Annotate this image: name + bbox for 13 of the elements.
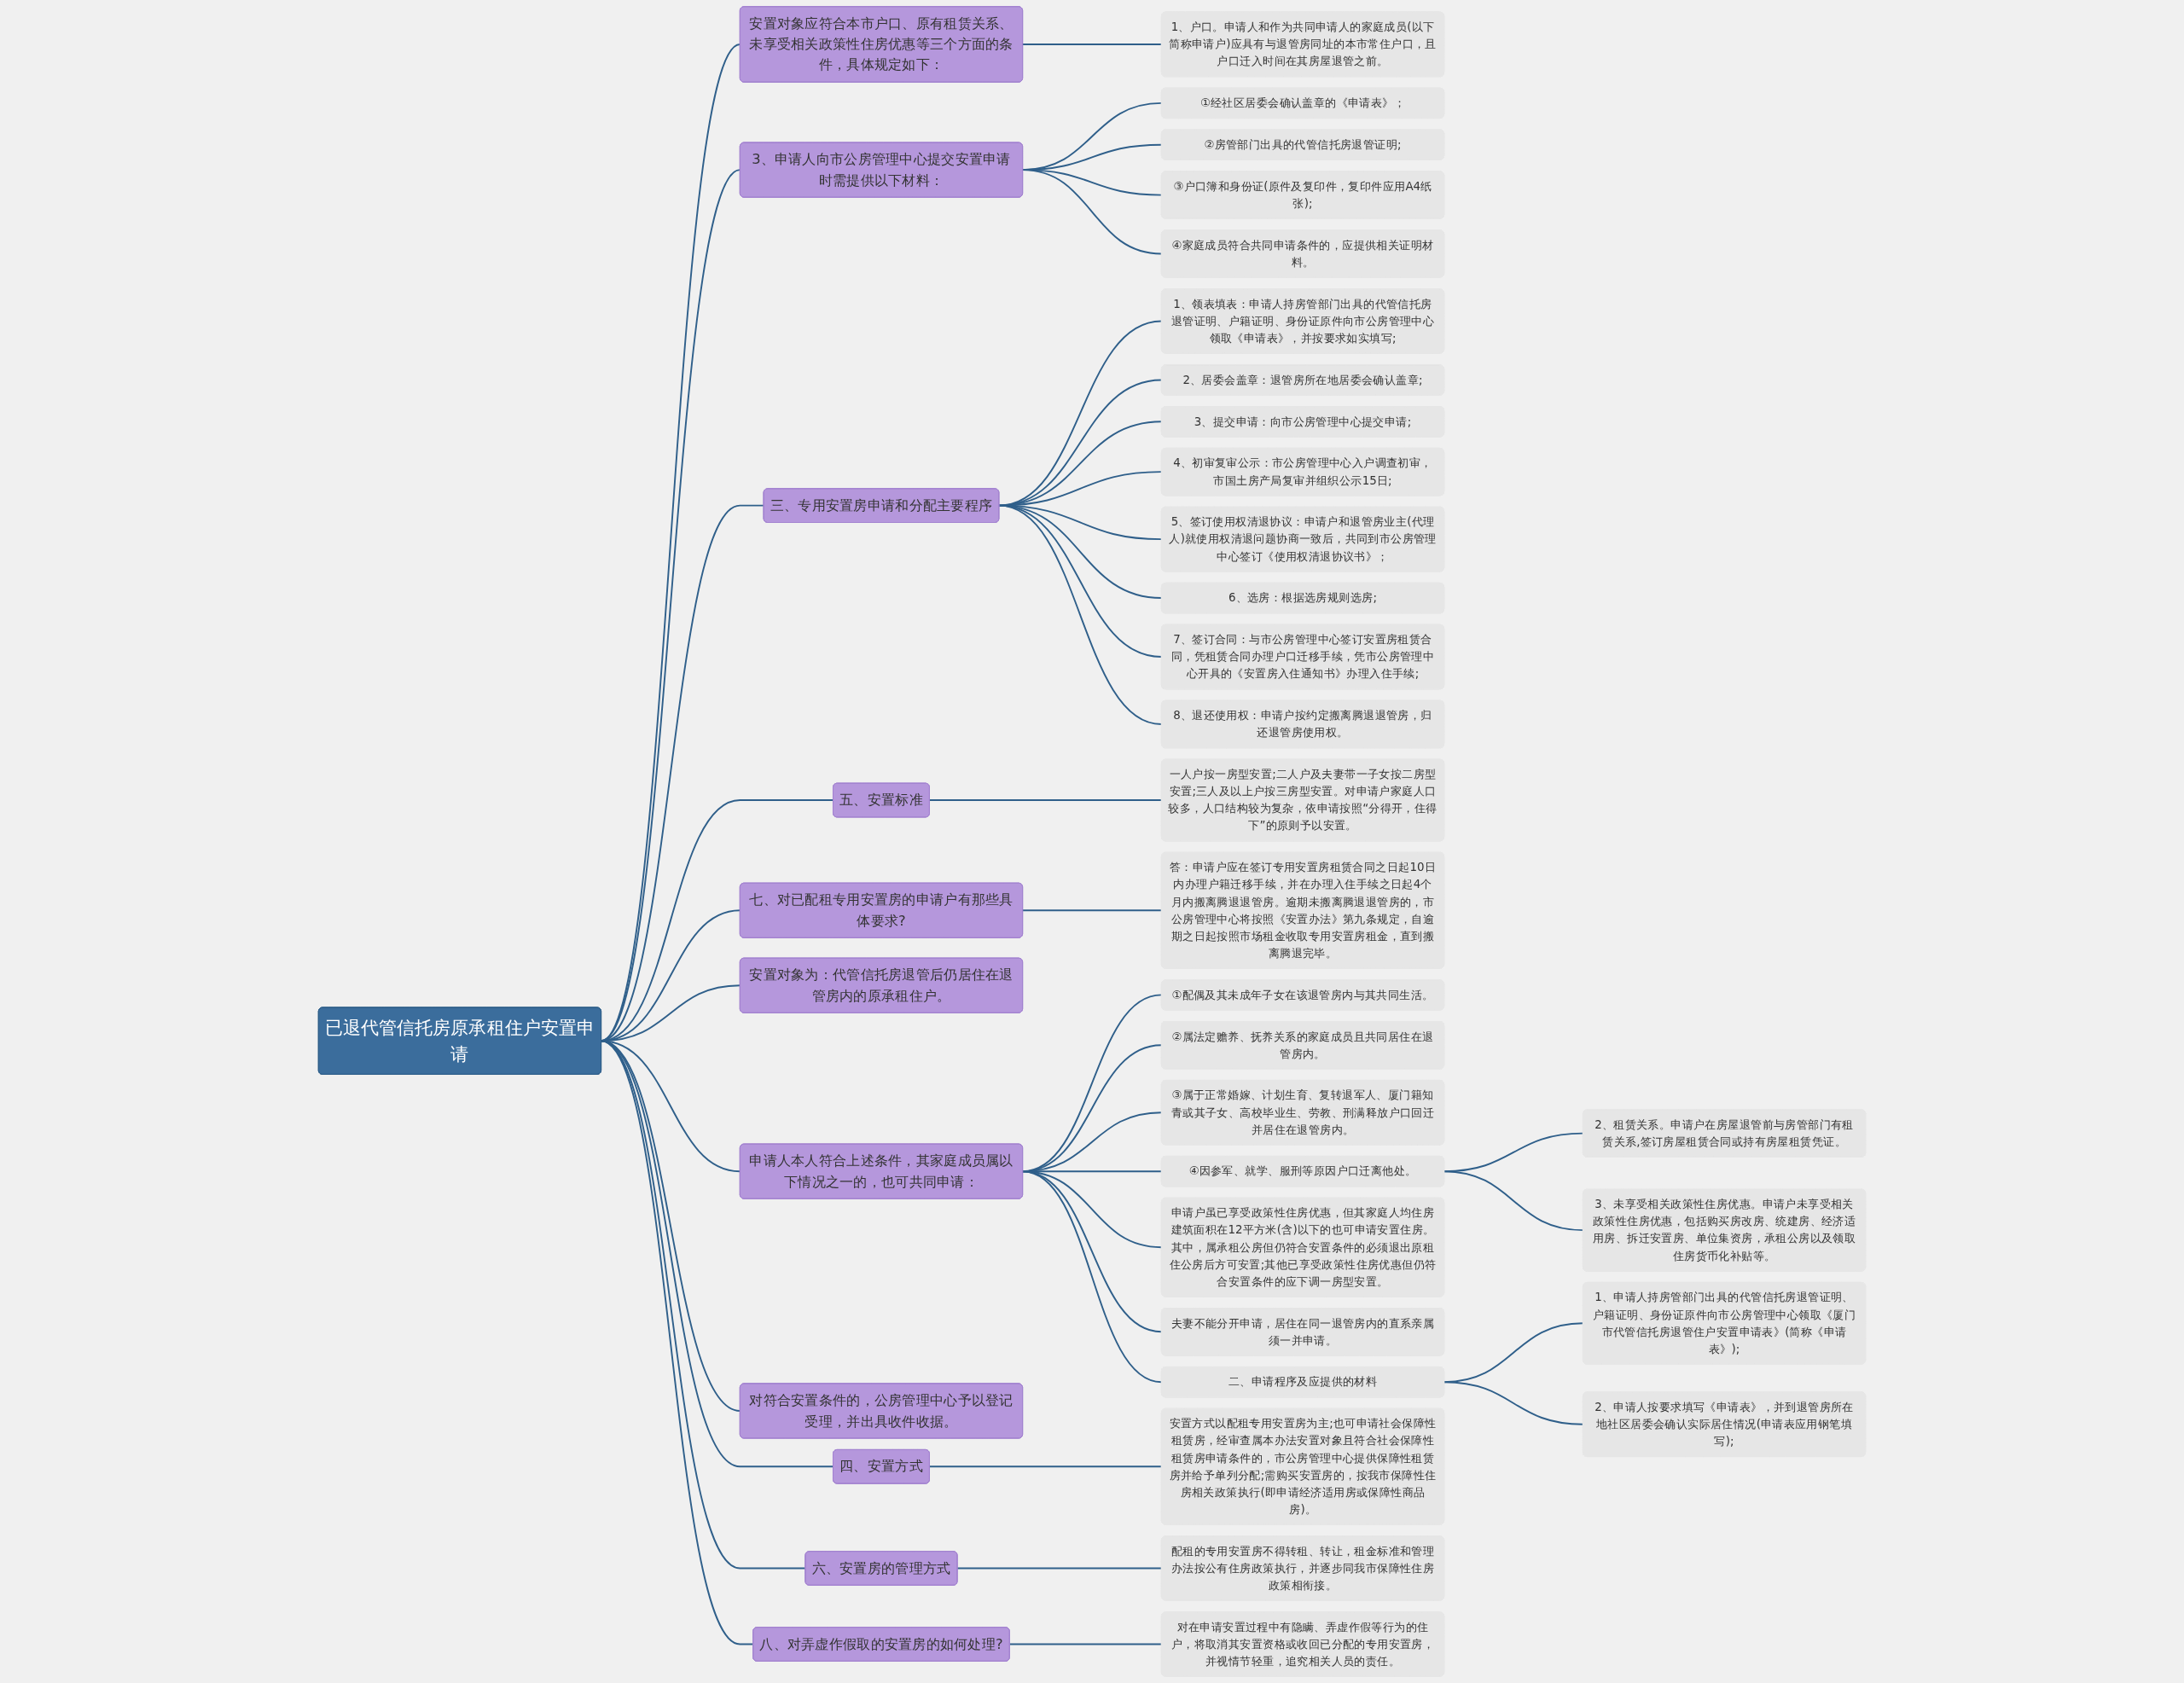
connector	[1443, 1381, 1584, 1425]
connector	[1021, 1170, 1163, 1384]
connector	[956, 1567, 1163, 1570]
connector	[997, 504, 1163, 725]
connector	[600, 1040, 806, 1570]
connector	[1021, 909, 1163, 912]
connector	[1021, 44, 1163, 45]
connector	[600, 1040, 754, 1645]
connector	[1008, 1643, 1163, 1645]
connector	[1443, 1170, 1584, 1232]
connector	[1021, 169, 1163, 255]
connector	[928, 1465, 1163, 1468]
connector	[928, 799, 1163, 801]
